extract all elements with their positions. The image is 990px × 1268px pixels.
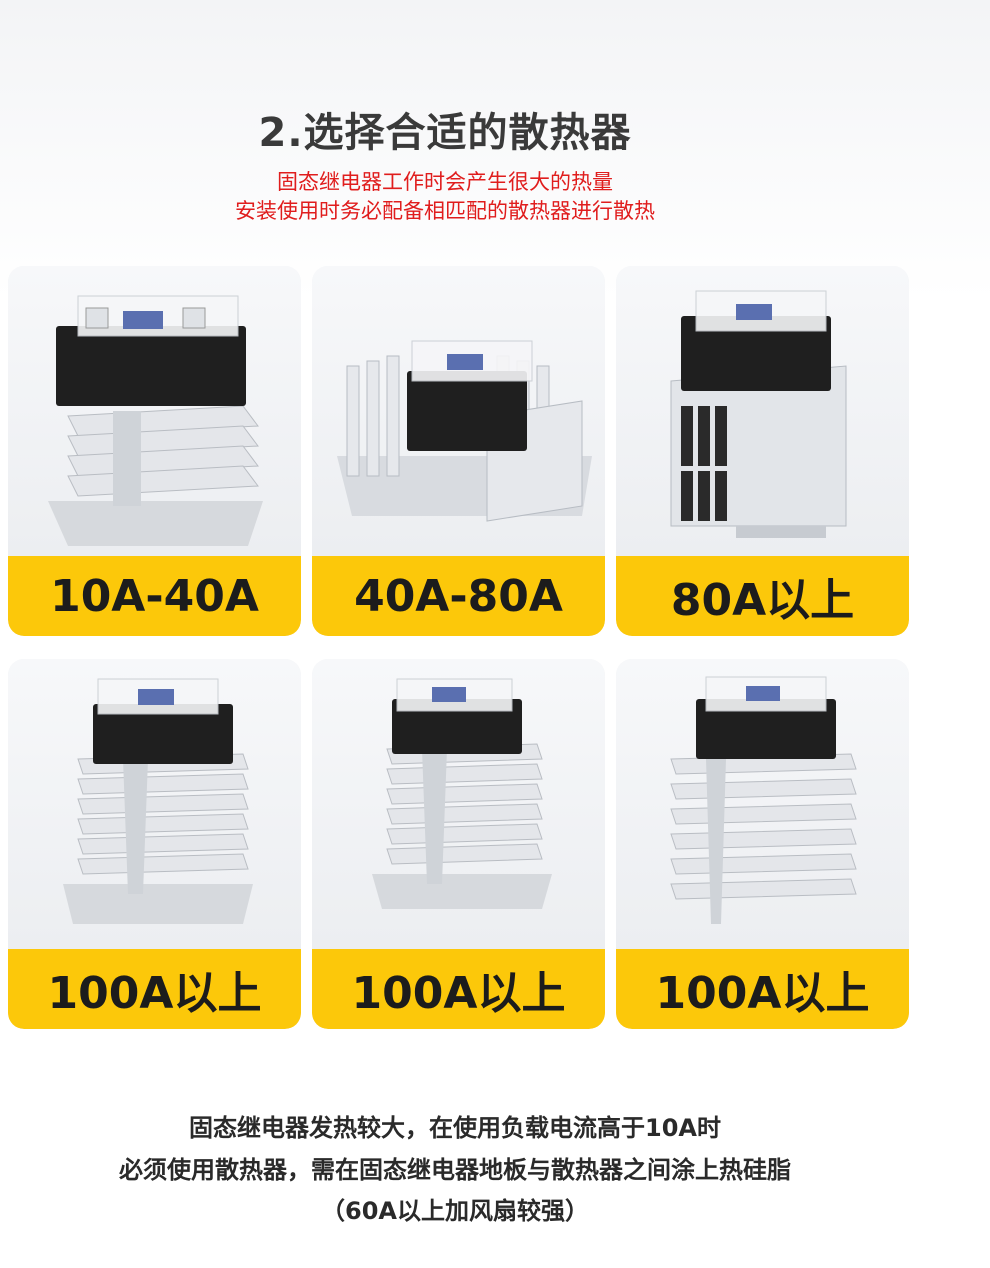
heatsink-card-4: 100A以上 [8, 659, 301, 1029]
ssr-tall-heatsink-image [63, 678, 253, 924]
subtitle-line-2: 安装使用时务必配备相匹配的散热器进行散热 [235, 199, 655, 223]
heatsink-card-5: 100A以上 [312, 659, 605, 1029]
card-label: 40A-80A [312, 556, 605, 636]
heatsink-card-6: 100A以上 [616, 659, 909, 1029]
ssr-small-heatsink-image [48, 295, 263, 546]
card-label: 80A以上 [616, 556, 909, 636]
card-image-area [312, 659, 605, 949]
ssr-tall-heatsink-image [372, 678, 552, 909]
background [0, 0, 990, 300]
card-label: 100A以上 [8, 949, 301, 1029]
card-label: 10A-40A [8, 556, 301, 636]
card-image-area [8, 266, 301, 556]
ssr-din-rail-heatsink-image [670, 290, 847, 538]
heatsink-card-1: 10A-40A [8, 266, 301, 636]
footer-line-1: 固态继电器发热较大，在使用负载电流高于10A时 [189, 1114, 721, 1142]
card-image-area [8, 659, 301, 949]
ssr-side-heatsink-image [670, 676, 857, 924]
card-image-area [616, 659, 909, 949]
heatsink-card-2: 40A-80A [312, 266, 605, 636]
card-image-area [616, 266, 909, 556]
footer-line-2: 必须使用散热器，需在固态继电器地板与散热器之间涂上热硅脂 [119, 1156, 791, 1184]
page-title: 2.选择合适的散热器 [258, 110, 632, 156]
ssr-wide-heatsink-image [337, 340, 592, 522]
card-image-area [312, 266, 605, 556]
footer-line-3: （60A以上加风扇较强） [321, 1197, 589, 1225]
card-label: 100A以上 [312, 949, 605, 1029]
card-label: 100A以上 [616, 949, 909, 1029]
subtitle-line-1: 固态继电器工作时会产生很大的热量 [277, 170, 613, 194]
heatsink-card-3: 80A以上 [616, 266, 909, 636]
